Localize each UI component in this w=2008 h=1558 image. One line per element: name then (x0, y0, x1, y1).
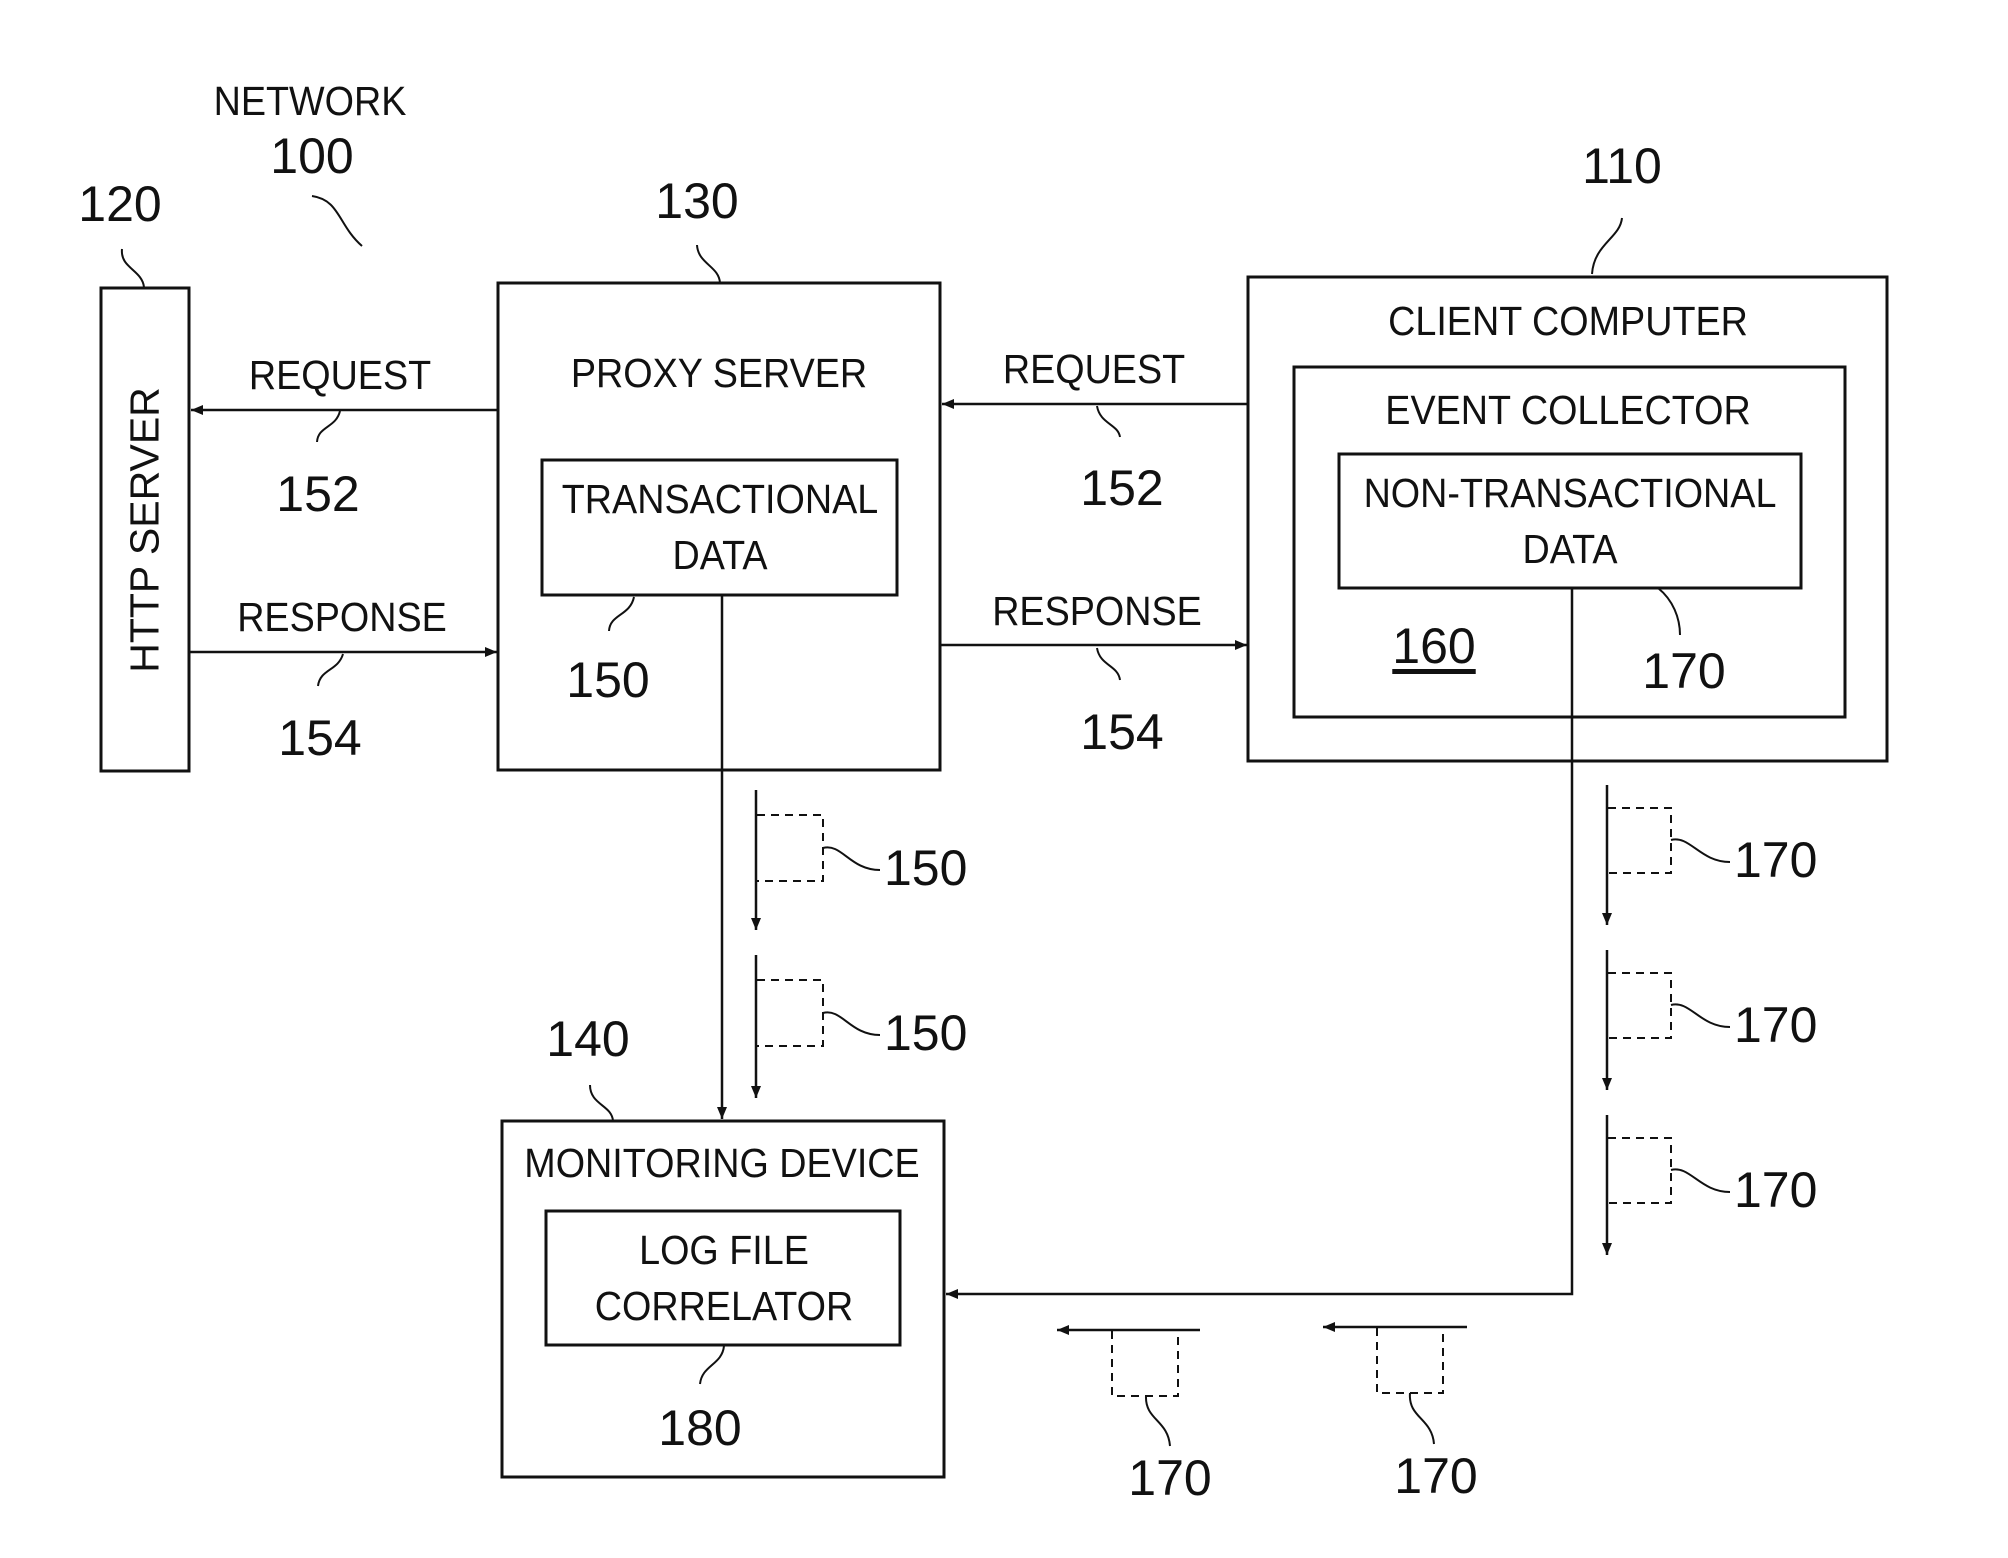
leader-154-left (318, 654, 343, 686)
packet-170-3 (1608, 1138, 1671, 1203)
packet-150-2 (757, 980, 823, 1046)
leader-140 (590, 1085, 613, 1121)
leader-180 (700, 1346, 724, 1384)
client-computer-box (1248, 277, 1887, 761)
response-ref-left: 154 (278, 710, 361, 768)
leader-152-left (317, 411, 340, 442)
leader-packet-150-2 (823, 1012, 880, 1035)
monitoring-device-ref: 140 (546, 1011, 629, 1069)
request-ref-right: 152 (1080, 460, 1163, 518)
leader-packet-170-2 (1671, 1004, 1730, 1027)
packet-170-2 (1608, 973, 1671, 1038)
proxy-server-label: PROXY SERVER (571, 350, 867, 397)
packet-170-1 (1608, 808, 1671, 873)
packet-170-4 (1112, 1331, 1178, 1396)
packet-170-ref-5: 170 (1394, 1448, 1477, 1506)
packet-150-ref-2: 150 (884, 1005, 967, 1063)
leader-110 (1592, 218, 1622, 274)
leader-packet-170-5 (1410, 1393, 1434, 1444)
response-ref-right: 154 (1080, 704, 1163, 762)
leader-152-right (1097, 406, 1120, 437)
non-transactional-data-ref: 170 (1642, 643, 1725, 701)
request-label-right: REQUEST (1003, 346, 1185, 393)
response-label-right: RESPONSE (992, 588, 1202, 635)
transactional-data-label-line2: DATA (672, 532, 767, 579)
leader-130 (697, 245, 720, 283)
http-server-ref: 120 (78, 176, 161, 234)
monitoring-device-label: MONITORING DEVICE (524, 1140, 919, 1187)
log-file-correlator-label-line1: LOG FILE (639, 1227, 809, 1274)
client-computer-label: CLIENT COMPUTER (1388, 298, 1748, 345)
proxy-server-ref: 130 (655, 173, 738, 231)
log-file-correlator-ref: 180 (658, 1400, 741, 1458)
packet-170-ref-1: 170 (1734, 832, 1817, 890)
http-server-label: HTTP SERVER (122, 387, 169, 673)
client-computer-ref: 110 (1582, 138, 1662, 196)
leader-150-inner (609, 597, 634, 631)
leader-packet-170-4 (1146, 1396, 1170, 1446)
packet-170-5 (1377, 1328, 1443, 1393)
packet-170-ref-4: 170 (1128, 1450, 1211, 1508)
non-transactional-data-label-line1: NON-TRANSACTIONAL (1364, 470, 1777, 517)
event-collector-label: EVENT COLLECTOR (1385, 387, 1750, 434)
leader-packet-170-1 (1671, 839, 1730, 862)
response-label-left: RESPONSE (237, 594, 447, 641)
transactional-data-label-line1: TRANSACTIONAL (562, 476, 878, 523)
non-transactional-data-label-line2: DATA (1522, 526, 1617, 573)
network-label: NETWORK (214, 78, 407, 125)
network-ref: 100 (270, 128, 353, 186)
leader-120 (122, 249, 144, 287)
request-label-left: REQUEST (249, 352, 431, 399)
packet-170-ref-3: 170 (1734, 1162, 1817, 1220)
packet-150-ref-1: 150 (884, 840, 967, 898)
non-transactional-data-line (946, 588, 1572, 1294)
packet-170-ref-2: 170 (1734, 997, 1817, 1055)
packet-150-1 (757, 815, 823, 881)
log-file-correlator-label-line2: CORRELATOR (595, 1283, 854, 1330)
event-collector-ref: 160 (1392, 618, 1475, 676)
transactional-data-ref: 150 (566, 652, 649, 710)
leader-100 (312, 196, 362, 246)
leader-packet-170-3 (1671, 1169, 1730, 1192)
leader-170-inner (1658, 588, 1680, 635)
leader-packet-150-1 (823, 847, 880, 870)
request-ref-left: 152 (276, 466, 359, 524)
leader-154-right (1097, 648, 1120, 680)
